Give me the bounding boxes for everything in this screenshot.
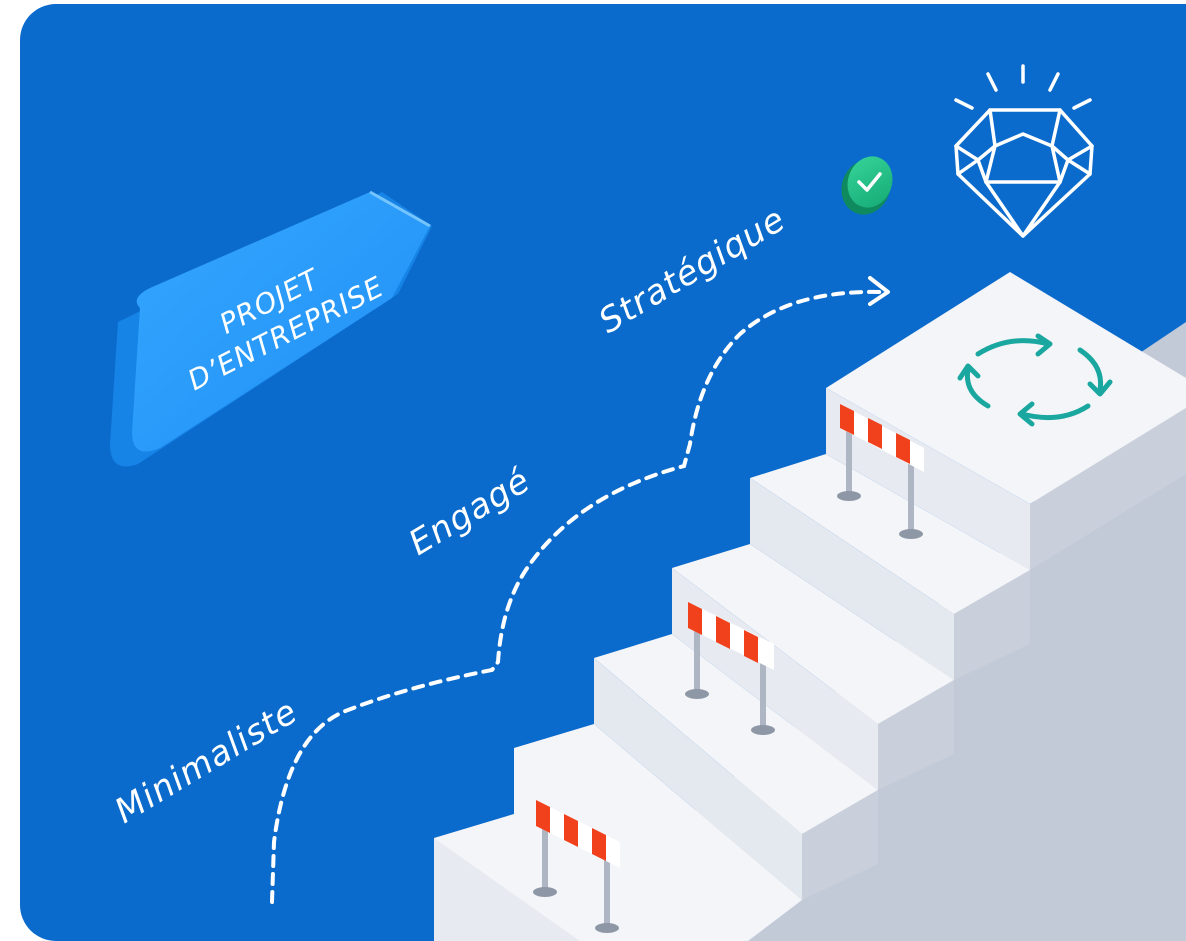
path-arrowhead xyxy=(868,276,890,306)
illustration-canvas: PROJET D’ENTREPRISE Minimaliste Engagé S… xyxy=(20,4,1186,941)
road-barrier-icon xyxy=(533,800,620,933)
road-barrier-icon xyxy=(685,602,775,735)
check-badge-icon xyxy=(841,156,893,215)
progress-path xyxy=(270,289,882,904)
cycle-arrows-icon xyxy=(957,333,1113,427)
road-barrier-icon xyxy=(837,404,924,539)
diamond-icon xyxy=(954,64,1094,238)
project-tag: PROJET D’ENTREPRISE xyxy=(110,190,432,467)
